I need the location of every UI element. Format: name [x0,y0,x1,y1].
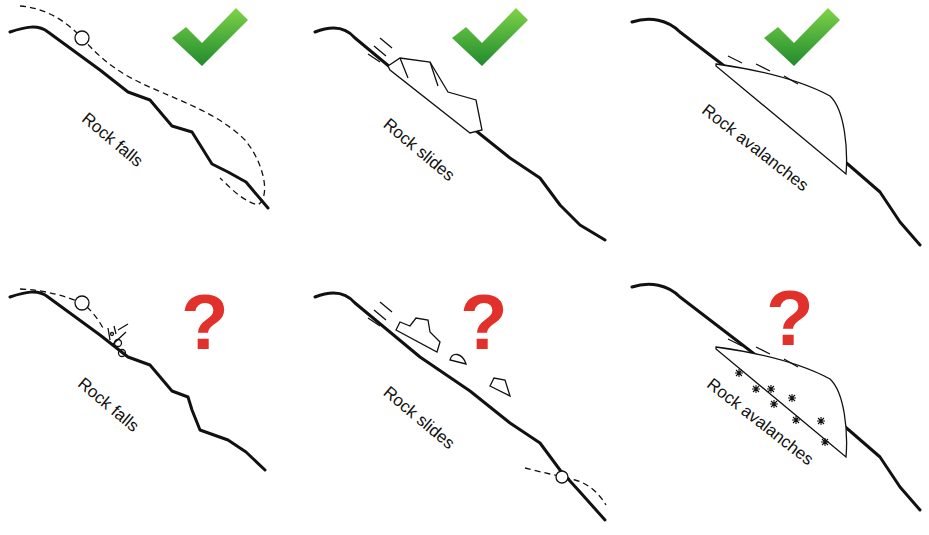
star [788,394,796,402]
boulder [75,31,89,45]
slope [10,27,268,208]
slope-label: Rock falls [78,110,146,172]
motion-lines [368,302,392,326]
slide-block [368,38,482,133]
star [767,385,775,393]
slope-lines [10,19,920,520]
slope-label: Rock falls [74,375,142,437]
checkmarks [172,8,840,66]
star [735,369,743,377]
block [490,378,510,396]
block [396,318,440,352]
star [817,417,825,425]
slope [632,19,920,245]
check-mark [172,8,248,66]
question-mark: ? [766,279,814,357]
question-mark: ? [460,283,508,361]
star [792,416,800,424]
fragment [111,333,114,336]
fragment [119,350,126,357]
trajectory [525,468,606,505]
question-mark: ? [181,283,229,361]
boulder [556,471,568,483]
block-edge [400,58,438,86]
star [770,400,778,408]
check-mark [764,8,840,66]
rockfall-fragment [20,289,128,357]
slope [315,28,605,240]
star [752,385,760,393]
slope-label: Rock slides [379,383,458,453]
burst-lines [108,324,128,345]
trajectory [20,6,265,205]
check-mark [452,8,528,66]
fragment [115,340,122,347]
motion-lines [368,38,392,62]
block [388,58,482,133]
trajectory [20,289,104,330]
boulder [75,296,89,310]
slope-label: Rock slides [379,115,458,185]
star [821,438,829,446]
rockfall-path [20,6,265,205]
motion-lines [728,56,798,84]
